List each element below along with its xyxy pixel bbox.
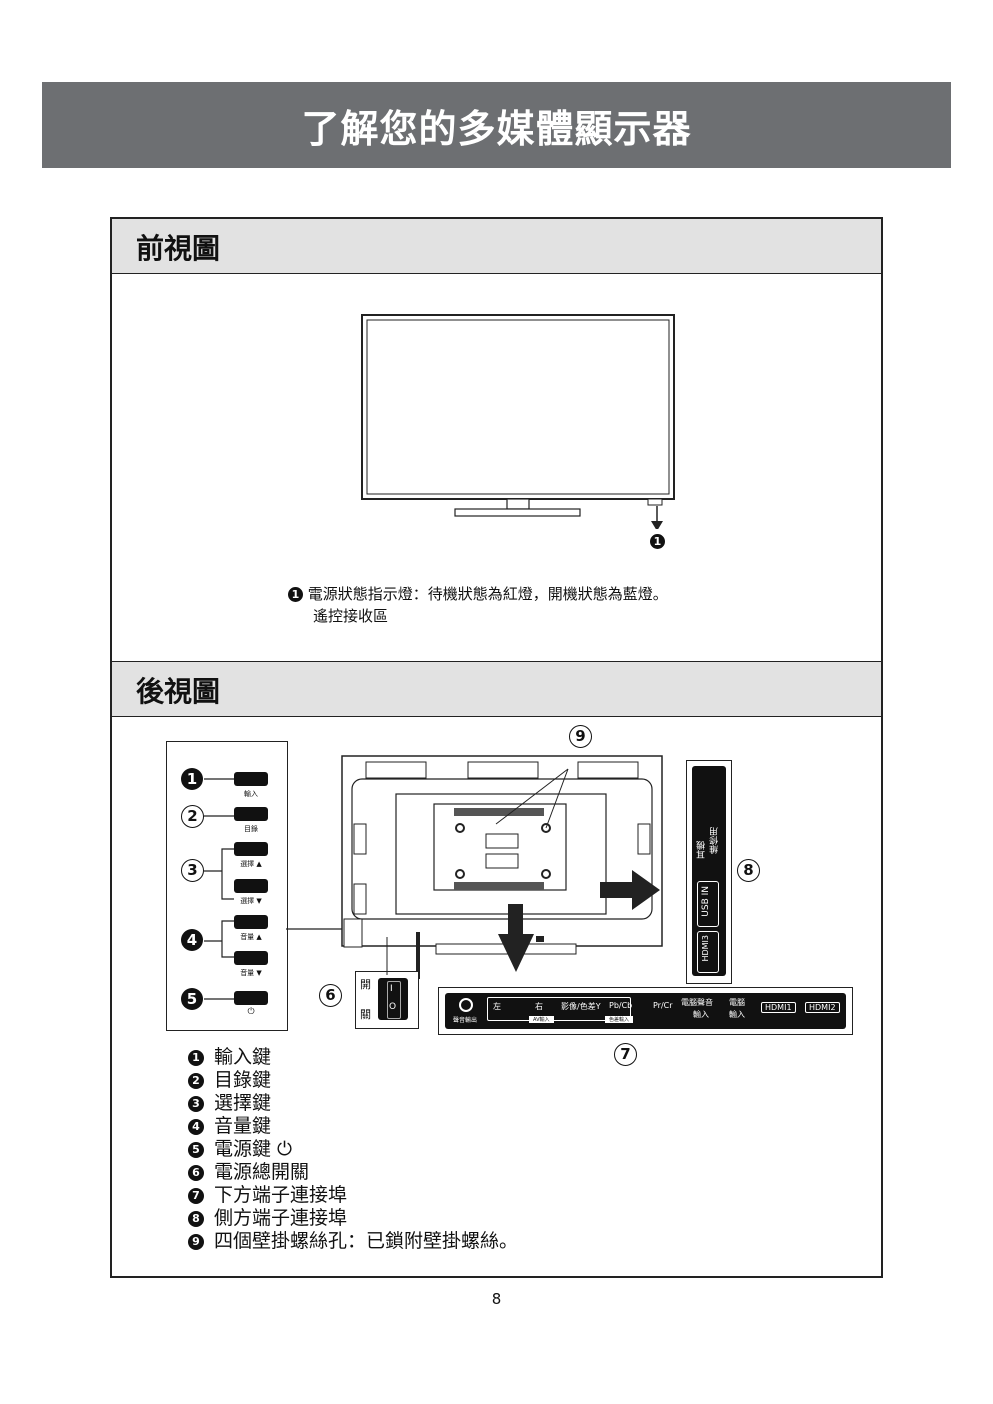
volume-down-label: 音量 ▼ <box>240 969 262 977</box>
select-down-key[interactable] <box>234 879 268 893</box>
back-marker-3: 3 <box>181 859 204 882</box>
side-port-panel: 耳機 維修用 USB IN HDMI3 <box>686 760 732 984</box>
page-title: 了解您的多媒體顯示器 <box>301 106 692 151</box>
av-port-group[interactable] <box>487 997 631 1021</box>
audio-out-jack[interactable] <box>459 998 473 1012</box>
bottom-port-panel: 聲音輸出 左 右 影像/色差Y AV輸入 Pb/Cb Pr/Cr 色差輸入 電腦… <box>438 987 853 1035</box>
pc-in-label-2: 輸入 <box>729 1010 745 1019</box>
earphone-port[interactable]: 耳機 <box>697 841 707 859</box>
av-in-label: AV輸入 <box>529 1016 554 1023</box>
pc-audio-label: 電腦聲音 <box>681 998 713 1007</box>
left-audio-label: 左 <box>493 1002 501 1011</box>
master-power-switch[interactable]: I O <box>378 978 408 1020</box>
switch-i-mark: I <box>390 984 393 994</box>
pc-in-label: 電腦 <box>729 998 745 1007</box>
switch-o-mark: O <box>389 1002 397 1012</box>
indicator-note-line1: 電源狀態指示燈：待機狀態為紅燈，開機狀態為藍燈。 <box>307 585 668 603</box>
usb-port[interactable]: USB IN <box>697 881 719 927</box>
page-number: 8 <box>491 1290 502 1308</box>
back-marker-2: 2 <box>181 805 204 828</box>
audio-out-label: 聲音輸出 <box>453 1017 478 1024</box>
page-banner: 了解您的多媒體顯示器 <box>42 82 951 168</box>
select-up-label: 選擇 ▲ <box>240 860 262 868</box>
service-port[interactable]: 維修用 <box>710 827 720 854</box>
key-callout-lines <box>204 778 234 1000</box>
back-marker-6: 6 <box>319 984 342 1007</box>
video-y-label: 影像/色差Y <box>561 1002 601 1011</box>
back-marker-5: 5 <box>181 988 203 1010</box>
pc-audio-label-2: 輸入 <box>693 1010 709 1019</box>
hdmi2-port[interactable]: HDMI2 <box>805 1002 840 1013</box>
component-in-label: 色差輸入 <box>605 1016 634 1023</box>
pr-cr-label: Pr/Cr <box>653 1001 673 1010</box>
back-marker-8: 8 <box>737 859 760 882</box>
right-audio-label: 右 <box>535 1002 543 1011</box>
volume-up-key[interactable] <box>234 915 268 929</box>
power-key[interactable] <box>234 991 268 1005</box>
tv-rear-illustration <box>286 755 663 979</box>
tv-front-illustration <box>361 314 675 529</box>
content-frame: 前視圖 1 1 電源狀態指示燈：待機狀態為紅燈，開機狀態為藍燈。 遙控接收區 後… <box>110 217 883 1278</box>
input-key[interactable] <box>234 772 268 786</box>
back-marker-1: 1 <box>181 768 203 790</box>
side-keys-panel <box>166 741 288 1031</box>
select-up-key[interactable] <box>234 842 268 856</box>
back-view-title: 後視圖 <box>136 675 221 708</box>
master-switch-box: 開 關 I O <box>355 971 419 1029</box>
switch-off-label: 關 <box>360 1008 371 1021</box>
front-marker-1: 1 <box>650 534 665 549</box>
front-view-header: 前視圖 <box>112 219 881 274</box>
indicator-note-line2: 遙控接收區 <box>313 607 389 625</box>
front-note: 1 電源狀態指示燈：待機狀態為紅燈，開機狀態為藍燈。 遙控接收區 <box>288 583 668 627</box>
input-key-label: 輸入 <box>244 790 258 798</box>
back-view-header: 後視圖 <box>112 661 881 717</box>
switch-callout-line <box>386 937 388 975</box>
volume-up-label: 音量 ▲ <box>240 933 262 941</box>
hdmi1-port[interactable]: HDMI1 <box>761 1002 796 1013</box>
select-down-label: 選擇 ▼ <box>240 897 262 905</box>
back-marker-9: 9 <box>569 725 592 748</box>
menu-key[interactable] <box>234 807 268 821</box>
front-view-title: 前視圖 <box>136 232 221 265</box>
power-icon: ⏻ <box>247 1007 255 1017</box>
back-marker-4: 4 <box>181 929 203 951</box>
hdmi3-port[interactable]: HDMI3 <box>697 931 719 973</box>
note-marker-1: 1 <box>288 587 303 602</box>
back-marker-7: 7 <box>614 1043 637 1066</box>
volume-down-key[interactable] <box>234 951 268 965</box>
switch-on-label: 開 <box>360 978 371 991</box>
pb-cb-label: Pb/Cb <box>609 1001 633 1010</box>
menu-key-label: 目錄 <box>244 825 258 833</box>
